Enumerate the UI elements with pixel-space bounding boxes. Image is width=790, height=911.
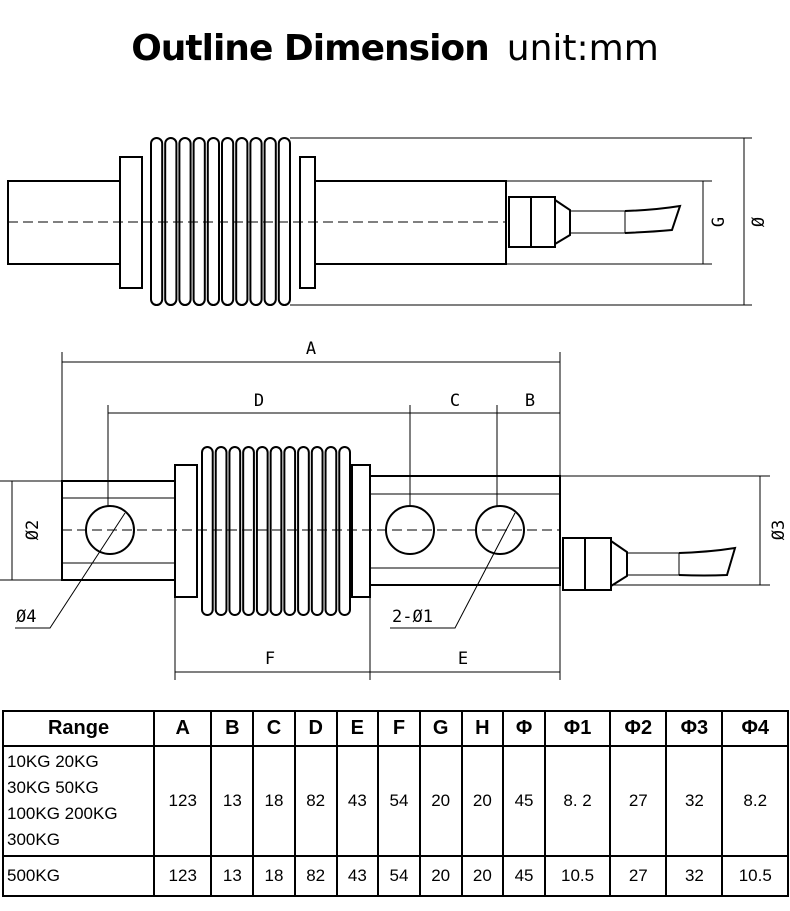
value-cell: 123: [152, 745, 213, 857]
bellows-fin: [310, 446, 324, 616]
page-title: Outline Dimension unit:mm: [0, 28, 790, 69]
range-line: 10KG 20KG: [7, 752, 99, 771]
outline-drawing: G Ø A D C B: [0, 137, 789, 680]
dimension-table: Range A B C D E F G H Φ Φ1 Φ2 Φ3 Φ4 10KG…: [2, 710, 789, 897]
header-cell: D: [293, 710, 338, 747]
value-cell: 20: [418, 855, 463, 897]
bellows-fin: [201, 446, 214, 616]
label-phi1: 2-Ø1: [392, 607, 433, 627]
header-cell: Φ: [502, 710, 546, 747]
range-cell: 10KG 20KG 30KG 50KG 100KG 200KG 300KG: [2, 745, 155, 857]
table-row: 10KG 20KG 30KG 50KG 100KG 200KG 300KG 12…: [2, 745, 789, 857]
label-g: G: [709, 217, 729, 227]
value-cell: 82: [293, 745, 338, 857]
value-cell: 27: [609, 855, 668, 897]
value-cell: 32: [665, 745, 724, 857]
header-cell: C: [252, 710, 296, 747]
header-cell: Φ3: [665, 710, 724, 747]
value-cell: 20: [460, 745, 505, 857]
value-cell: 18: [252, 745, 296, 857]
label-phi4: Ø4: [16, 607, 36, 627]
value-cell: 10.5: [721, 855, 789, 897]
value-cell: 43: [335, 855, 380, 897]
value-cell: 54: [377, 855, 421, 897]
bellows-fin: [242, 446, 255, 616]
value-cell: 13: [210, 855, 255, 897]
value-cell: 82: [293, 855, 338, 897]
value-cell: 13: [210, 745, 255, 857]
label-phi3: Ø3: [769, 520, 789, 540]
bellows-fin: [228, 446, 242, 616]
value-cell: 32: [665, 855, 724, 897]
label-f: F: [265, 649, 275, 669]
value-cell: 27: [609, 745, 668, 857]
value-cell: 10.5: [543, 855, 612, 897]
label-d: D: [254, 391, 264, 411]
value-cell: 8. 2: [543, 745, 612, 857]
range-cell: 500KG: [2, 855, 155, 897]
header-cell: E: [335, 710, 380, 747]
bellows-fin: [214, 446, 228, 616]
title-unit: unit:mm: [506, 28, 659, 69]
header-cell: Φ4: [721, 710, 789, 747]
bellows-fin: [283, 446, 297, 616]
range-line: 100KG 200KG: [7, 804, 118, 823]
header-cell: G: [418, 710, 463, 747]
bellows-fin: [255, 446, 269, 616]
label-e: E: [458, 649, 468, 669]
label-phi: Ø: [749, 217, 769, 227]
header-cell: A: [152, 710, 213, 747]
bellows-fin: [324, 446, 338, 616]
value-cell: 43: [335, 745, 380, 857]
label-phi2: Ø2: [23, 520, 43, 540]
label-c: C: [450, 391, 460, 411]
top-view: G Ø: [7, 137, 769, 306]
value-cell: 20: [460, 855, 505, 897]
header-cell: B: [210, 710, 255, 747]
value-cell: 20: [418, 745, 463, 857]
bellows-fin: [269, 446, 283, 616]
header-range: Range: [2, 710, 155, 747]
value-cell: 18: [252, 855, 296, 897]
bellows-fin: [338, 446, 352, 616]
bellows-fin: [297, 446, 310, 616]
table-header: Range A B C D E F G H Φ Φ1 Φ2 Φ3 Φ4: [2, 710, 789, 747]
header-cell: Φ2: [609, 710, 668, 747]
value-cell: 45: [502, 855, 546, 897]
label-a: A: [306, 339, 316, 359]
range-line: 300KG: [7, 830, 60, 849]
header-cell: Φ1: [543, 710, 612, 747]
value-cell: 45: [502, 745, 546, 857]
front-view: A D C B F E Ø4 2-Ø1 Ø2 Ø3: [0, 339, 789, 680]
header-cell: F: [377, 710, 421, 747]
header-cell: H: [460, 710, 505, 747]
value-cell: 123: [152, 855, 213, 897]
label-b: B: [525, 391, 535, 411]
table-row: 500KG 123 13 18 82 43 54 20 20 45 10.5 2…: [2, 855, 789, 897]
value-cell: 54: [377, 745, 421, 857]
value-cell: 8.2: [721, 745, 789, 857]
title-main: Outline Dimension: [131, 28, 490, 69]
range-line: 30KG 50KG: [7, 778, 99, 797]
